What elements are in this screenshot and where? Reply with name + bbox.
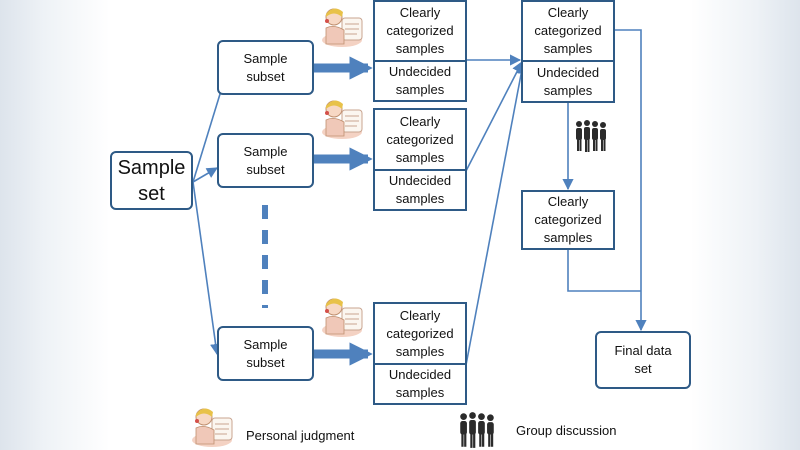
group-people-icon bbox=[460, 412, 494, 448]
person-reading-icon bbox=[322, 8, 363, 47]
arrow-merge-2 bbox=[465, 61, 523, 172]
undecided-cell: Undecided samples bbox=[388, 64, 452, 97]
merged-undecided-cell: Undecided samples bbox=[536, 64, 600, 98]
group-result-box: Clearly categorized samples bbox=[521, 190, 615, 250]
person-reading-icon bbox=[192, 408, 233, 447]
sample-subset-box: Sample subset bbox=[217, 326, 314, 381]
person-reading-icon bbox=[322, 100, 363, 139]
final-data-set-box: Final data set bbox=[595, 331, 691, 389]
right-background-strip bbox=[690, 0, 800, 450]
arrow-set-to-subset-2 bbox=[192, 167, 218, 183]
clearly-categorized-cell: Clearly categorized samples bbox=[375, 110, 465, 171]
legend-personal-judgment: Personal judgment bbox=[246, 428, 355, 443]
merged-clearly-categorized-cell: Clearly categorized samples bbox=[523, 2, 613, 62]
clearly-categorized-cell: Clearly categorized samples bbox=[375, 2, 465, 62]
result-block-3: Clearly categorized samples Undecided sa… bbox=[373, 302, 467, 405]
arrow-merge-3 bbox=[465, 62, 527, 366]
group-people-icon bbox=[576, 120, 606, 152]
clearly-categorized-cell: Clearly categorized samples bbox=[375, 304, 465, 365]
undecided-cell: Undecided samples bbox=[388, 367, 452, 400]
line-group-to-final bbox=[567, 250, 641, 292]
legend-group-discussion: Group discussion bbox=[516, 423, 617, 438]
person-reading-icon bbox=[322, 298, 363, 337]
result-block-2: Clearly categorized samples Undecided sa… bbox=[373, 108, 467, 211]
sample-subset-box: Sample subset bbox=[217, 133, 314, 188]
undecided-cell: Undecided samples bbox=[388, 173, 452, 206]
arrow-set-to-subset-3 bbox=[192, 181, 222, 356]
result-block-1: Clearly categorized samples Undecided sa… bbox=[373, 0, 467, 102]
merged-block: Clearly categorized samples Undecided sa… bbox=[521, 0, 615, 103]
left-background-strip bbox=[0, 0, 110, 450]
sample-set-box: Sample set bbox=[110, 151, 193, 210]
line-clear-to-final bbox=[614, 29, 647, 332]
sample-subset-box: Sample subset bbox=[217, 40, 314, 95]
